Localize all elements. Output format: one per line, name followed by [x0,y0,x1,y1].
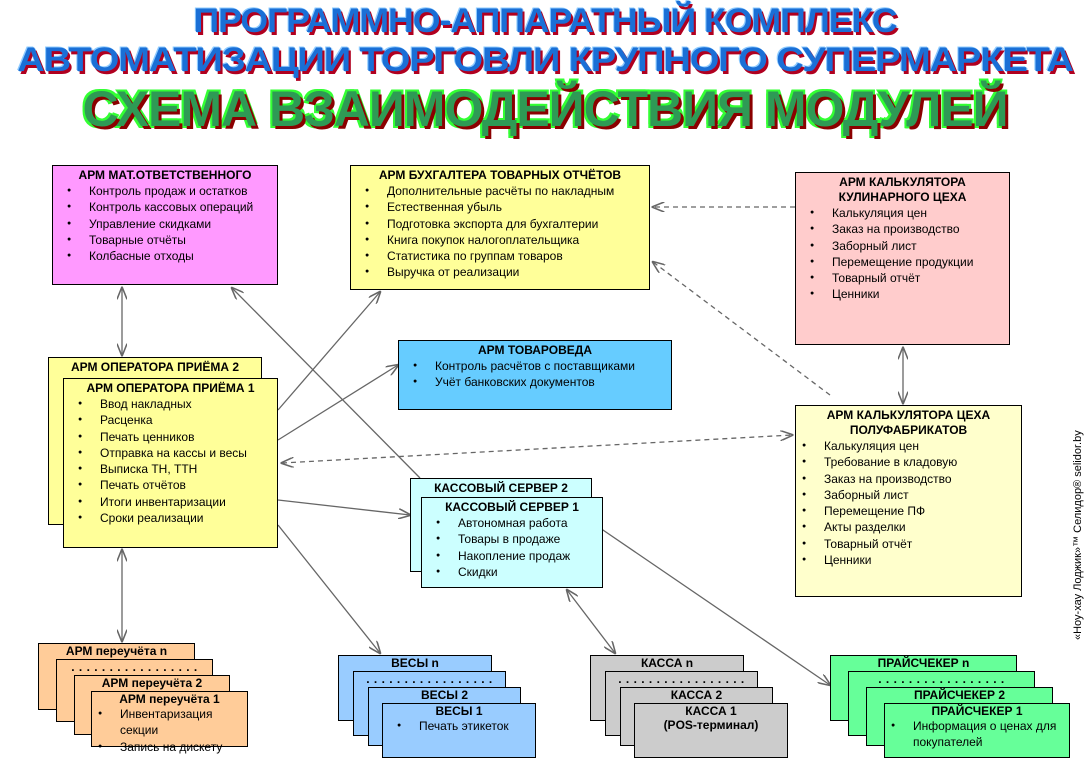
mat-title: АРМ МАТ.ОТВЕТСТВЕННОГО [78,168,252,182]
kassa-2-title: КАССА 2 [670,688,723,702]
list-item: Печать этикеток [397,718,529,735]
list-item: Товары в продаже [436,531,596,548]
list-item: Заказ на производство [810,221,1003,238]
list-item: Дополнительные расчёты по накладным [365,183,643,200]
ellipsis: . . . . . . . . . . . . . . . . . [71,660,198,674]
server1-title: КАССОВЫЙ СЕРВЕР 1 [445,500,579,514]
arrow-operator-polufab [282,435,792,463]
list-item: Товарный отчёт [802,536,1015,553]
arrow-operator-vesy [277,524,380,653]
list-item: Контроль кассовых операций [67,199,271,216]
kulinar-title: АРМ КАЛЬКУЛЯТОРА КУЛИНАРНОГО ЦЕХА [838,175,967,204]
copyright-text: «Ноу-хау Лоджик»™ Селидор® selidor.by [1072,430,1084,640]
tovaroved-box: АРМ ТОВАРОВЕДА Контроль расчётов с поста… [398,340,672,410]
kassa-1-box: КАССА 1(POS-терминал) [634,703,788,758]
list-item: Выручка от реализации [365,264,643,281]
list-item: Колбасные отходы [67,248,271,265]
list-item: Ввод накладных [78,396,271,413]
list-item: Сроки реализации [78,510,271,527]
kassa-1-subtitle: (POS-терминал) [663,718,759,732]
list-item: Товарные отчёты [67,232,271,249]
arrow-operator-server [277,499,410,515]
list-item: Скидки [436,564,596,581]
server2-title: КАССОВЫЙ СЕРВЕР 2 [434,481,568,495]
list-item: Печать ценников [78,429,271,446]
list-item: Перемещение продукции [810,254,1003,271]
list-item: Инвентаризация секции [98,706,241,739]
ellipsis: . . . . . . . . . . . . . . . . . [618,672,745,686]
list-item: Ценники [810,286,1003,303]
tovaroved-title: АРМ ТОВАРОВЕДА [477,343,592,357]
list-item: Ценники [802,552,1015,569]
list-item: Заборный лист [802,487,1015,504]
list-item: Контроль расчётов с поставщиками [413,358,665,375]
price-1-box: ПРАЙСЧЕКЕР 1 Информация о ценах для поку… [884,703,1070,758]
vesy-n-title: ВЕСЫ n [391,656,439,670]
list-item: Товарный отчёт [810,270,1003,287]
ellipsis: . . . . . . . . . . . . . . . . . [878,672,1005,686]
price-1-title: ПРАЙСЧЕКЕР 1 [931,704,1023,718]
title-line-2: АВТОМАТИЗАЦИИ ТОРГОВЛИ КРУПНОГО СУПЕРМАР… [17,41,1074,79]
kassa-1-title: КАССА 1 [685,704,737,718]
list-item: Контроль продаж и остатков [67,183,271,200]
kulinar-box: АРМ КАЛЬКУЛЯТОРА КУЛИНАРНОГО ЦЕХА Кальку… [795,172,1010,345]
arrow-operator-tovaroved [277,365,398,441]
list-item: Калькуляция цен [810,205,1003,222]
list-item: Выписка ТН, ТТН [78,461,271,478]
list-item: Накопление продаж [436,548,596,565]
operator1-title: АРМ ОПЕРАТОРА ПРИЁМА 1 [86,381,255,395]
arrow-server-mat [232,288,421,479]
price-n-title: ПРАЙСЧЕКЕР n [877,656,970,670]
vesy-1-box: ВЕСЫ 1 Печать этикеток [382,703,536,758]
buh-box: АРМ БУХГАЛТЕРА ТОВАРНЫХ ОТЧЁТОВ Дополнит… [350,165,650,290]
list-item: Итоги инвентаризации [78,494,271,511]
buh-title: АРМ БУХГАЛТЕРА ТОВАРНЫХ ОТЧЁТОВ [378,168,622,182]
list-item: Печать отчётов [78,477,271,494]
title-line-1: ПРОГРАММНО-АППАРАТНЫЙ КОМПЛЕКС [193,2,897,40]
mat-box: АРМ МАТ.ОТВЕТСТВЕННОГО Контроль продаж и… [52,165,278,285]
vesy-1-title: ВЕСЫ 1 [435,704,483,718]
pereuchet-1-title: АРМ переучёта 1 [119,692,220,706]
operator1-box: АРМ ОПЕРАТОРА ПРИЁМА 1 Ввод накладныхРас… [63,378,278,548]
polufab-box: АРМ КАЛЬКУЛЯТОРА ЦЕХА ПОЛУФАБРИКАТОВ Кал… [795,405,1022,597]
list-item: Информация о ценах для покупателей [891,718,1063,751]
list-item: Запись на дискету [98,739,241,756]
list-item: Учёт банковских документов [413,374,665,391]
pereuchet-n-title: АРМ переучёта n [65,644,168,658]
list-item: Статистика по группам товаров [365,248,643,265]
kassa-n-title: КАССА n [640,656,694,670]
server1-box: КАССОВЫЙ СЕРВЕР 1 Автономная работаТовар… [421,497,603,588]
list-item: Акты разделки [802,519,1015,536]
list-item: Управление скидками [67,216,271,233]
arrow-server-price [599,527,830,685]
operator2-title: АРМ ОПЕРАТОРА ПРИЁМА 2 [70,360,240,374]
list-item: Отправка на кассы и весы [78,445,271,462]
list-item: Естественная убыль [365,199,643,216]
list-item: Автономная работа [436,515,596,532]
list-item: Заборный лист [810,238,1003,255]
pereuchet-1-box: АРМ переучёта 1 Инвентаризация секцииЗап… [91,691,248,755]
pereuchet-2-title: АРМ переучёта 2 [101,676,203,690]
list-item: Книга покупок налогоплательщика [365,232,643,249]
ellipsis: . . . . . . . . . . . . . . . . . [366,672,493,686]
list-item: Требование в кладовую [802,454,1015,471]
title-line-3: СХЕМА ВЗАИМОДЕЙСТВИЯ МОДУЛЕЙ [82,81,1008,137]
list-item: Перемещение ПФ [802,503,1015,520]
list-item: Расценка [78,412,271,429]
list-item: Подготовка экспорта для бухгалтерии [365,216,643,233]
price-2-title: ПРАЙСЧЕКЕР 2 [913,688,1005,702]
arrow-operator-buh [277,292,380,411]
list-item: Калькуляция цен [802,438,1015,455]
arrow-server-kassa [567,590,615,653]
arrow-polufab-buh [653,262,831,396]
polufab-title: АРМ КАЛЬКУЛЯТОРА ЦЕХА ПОЛУФАБРИКАТОВ [826,408,991,437]
list-item: Заказ на производство [802,471,1015,488]
vesy-2-title: ВЕСЫ 2 [420,688,469,702]
